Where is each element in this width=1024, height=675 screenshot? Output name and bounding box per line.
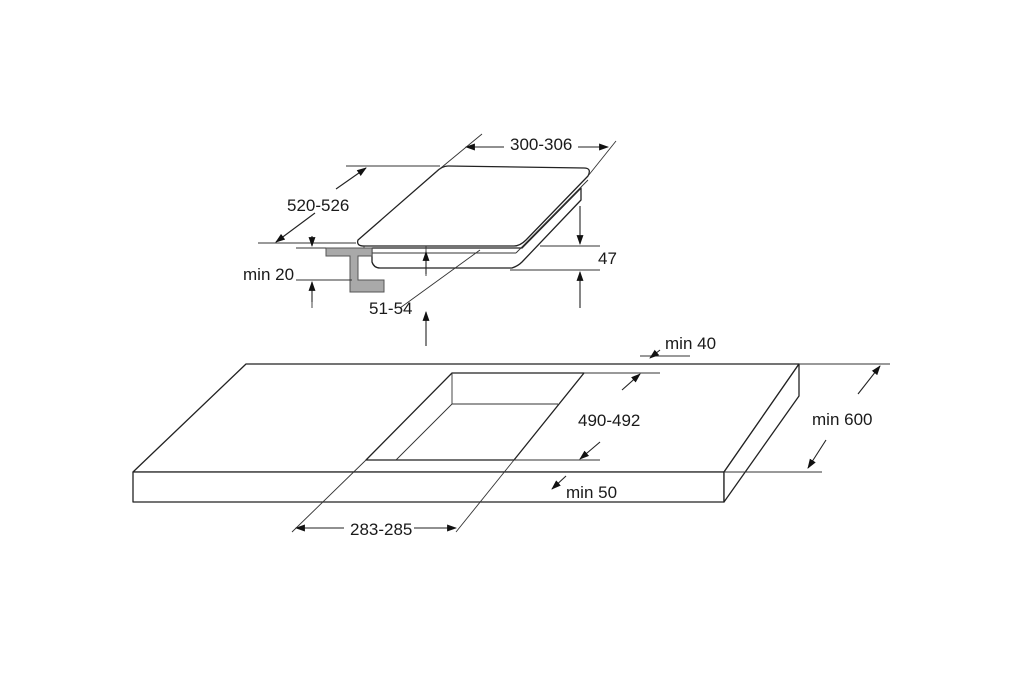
hob-drawing: 300-306 520-526 47 min 20 51-54 xyxy=(243,133,617,346)
front-clearance-label: min 50 xyxy=(566,483,617,502)
worktop-front-face xyxy=(132,471,725,503)
mounting-bracket xyxy=(325,247,385,293)
cutout-depth-label: 490-492 xyxy=(578,411,640,430)
hob-inset-label: 51-54 xyxy=(369,299,412,318)
hob-depth-label: 520-526 xyxy=(287,196,349,215)
worktop-drawing: min 40 490-492 min 600 min 50 283-285 xyxy=(132,334,890,539)
rear-clearance-label: min 40 xyxy=(665,334,716,353)
worktop-depth-label: min 600 xyxy=(812,410,872,429)
worktop-side-face xyxy=(723,363,800,503)
hob-glass-top xyxy=(356,165,590,247)
cutout-width-label: 283-285 xyxy=(350,520,412,539)
hob-height-label: 47 xyxy=(598,249,617,268)
hob-underside xyxy=(371,187,582,269)
hob-clearance-label: min 20 xyxy=(243,265,294,284)
hob-width-label: 300-306 xyxy=(510,135,572,154)
